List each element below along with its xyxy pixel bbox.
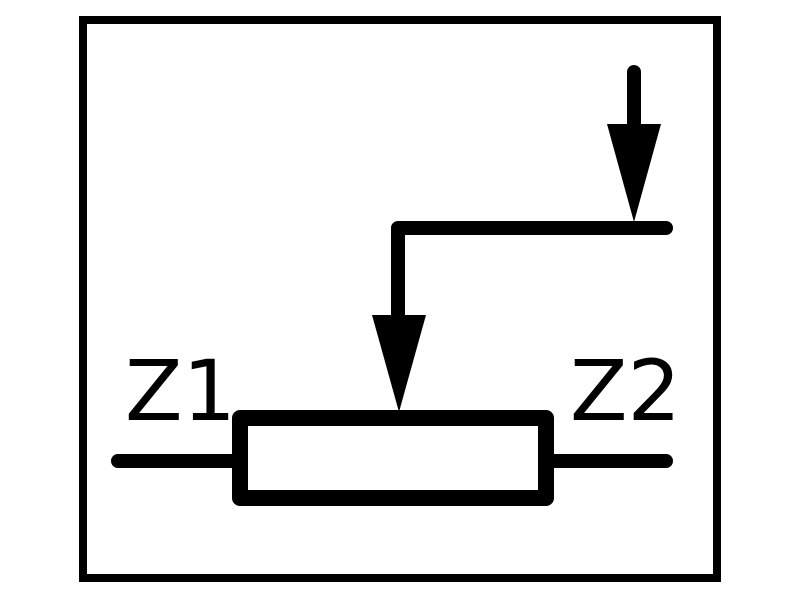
resistor-body — [232, 410, 554, 506]
outer-frame — [79, 16, 721, 582]
terminal-label-z1: Z1 — [125, 342, 236, 440]
terminal-label-z2: Z2 — [570, 342, 681, 440]
wiper-path — [391, 221, 673, 327]
adjust-arrow-head — [607, 124, 661, 222]
wiper-arrowhead — [372, 315, 426, 412]
